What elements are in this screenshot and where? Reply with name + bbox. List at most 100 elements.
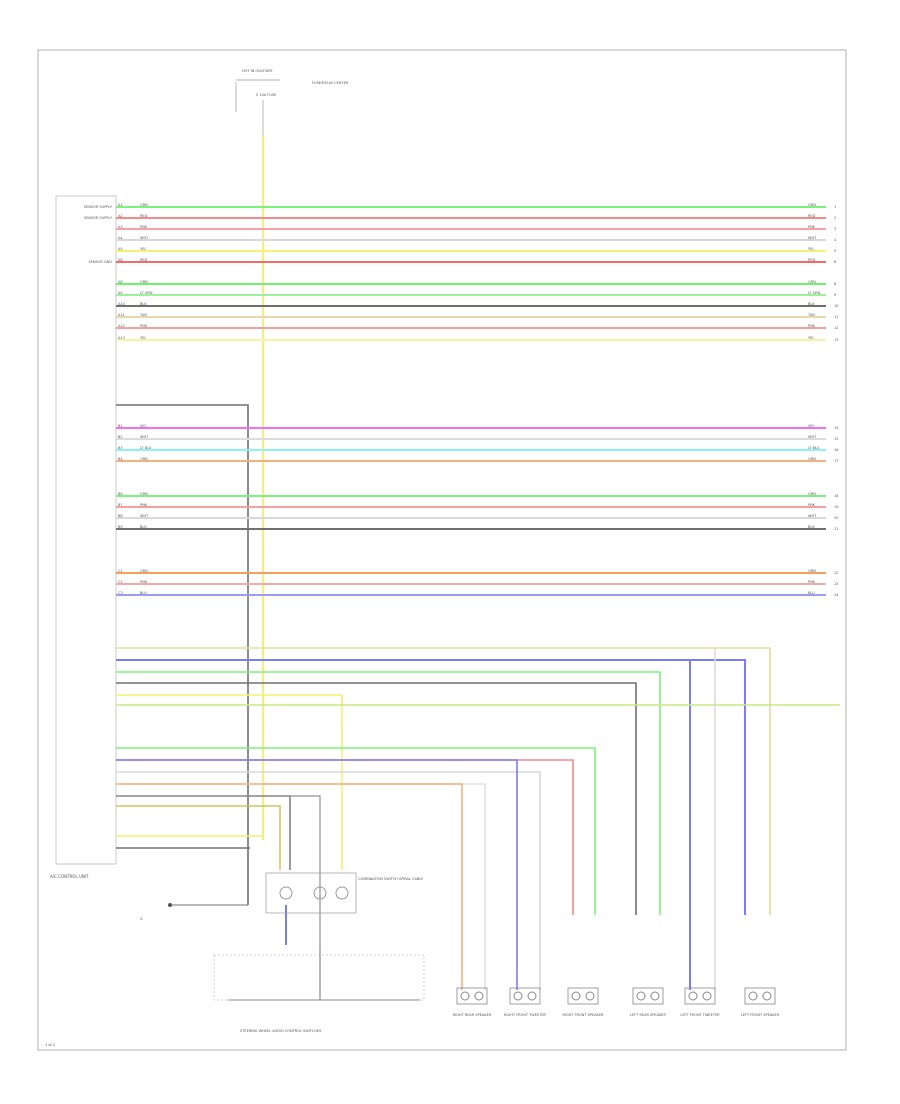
wire-right-pin: 20: [834, 516, 838, 520]
wire-right-pin: 15: [834, 437, 838, 441]
wire-color-label-right: PNK: [808, 324, 816, 328]
wire-color-label-right: BLK: [808, 525, 815, 529]
wire-right-pin: 12: [834, 326, 838, 330]
speaker-label: LEFT REAR SPEAKER: [630, 1013, 666, 1017]
wire-pin-label: B9: [118, 525, 123, 529]
wire-color-label: LT BLU: [140, 446, 152, 450]
wire-pin-label: A6: [118, 258, 123, 262]
wire-color-label: VIO: [140, 424, 146, 428]
wire-color-label: WHT: [140, 514, 149, 518]
wire-pin-label: A3: [118, 225, 123, 229]
wire-pin-label: A5: [118, 247, 123, 251]
wire-color-label: GRN: [140, 280, 148, 284]
ground-symbol: G: [140, 903, 248, 921]
fuse-connector: HOT IN ON/START 5 10A FUSE FUSE/RELAY CE…: [235, 69, 349, 135]
diagram-frame: [37, 49, 847, 1051]
speaker-label: RIGHT FRONT SPEAKER: [562, 1013, 604, 1017]
wire-pin-label: A4: [118, 236, 123, 240]
wire-color-label: BLK: [140, 302, 147, 306]
wire-pin-label: C2: [118, 580, 123, 584]
wire-color-label-right: YEL: [808, 336, 814, 340]
clock-spring: COMBINATION SWITCH SPIRAL CABLE: [265, 872, 423, 914]
wire-color-label: PNK: [140, 580, 148, 584]
ground-wire: [116, 404, 249, 905]
wire-color-label: GRN: [140, 203, 148, 207]
wire-function-label: SENSOR SUPPLY: [84, 205, 113, 209]
wire-right-pin: 5: [834, 249, 836, 253]
wire-right-pin: 2: [834, 216, 836, 220]
wire-color-label-right: LT BLU: [808, 446, 820, 450]
wire-color-label-right: ORN: [808, 457, 816, 461]
wire-color-label-right: PNK: [808, 503, 816, 507]
fuse-connector-label: HOT IN ON/START: [242, 69, 274, 73]
wire-color-label-right: GRN: [808, 492, 816, 496]
control-unit-label: A/C CONTROL UNIT: [50, 874, 89, 879]
wire-right-pin: 21: [834, 527, 838, 531]
wire-color-label: TAN: [139, 313, 147, 317]
wire-color-label: YEL: [140, 336, 146, 340]
wire-color-label: BLU: [140, 591, 147, 595]
speaker-label: RIGHT REAR SPEAKER: [453, 1013, 492, 1017]
wire-right-pin: 23: [834, 582, 838, 586]
fuse-label: 5 10A FUSE: [256, 93, 276, 97]
speaker-label: LEFT FRONT SPEAKER: [741, 1013, 780, 1017]
wire-color-label: PNK: [140, 225, 148, 229]
wire-color-label-right: ORN: [808, 569, 816, 573]
wire-color-label-right: PNK: [808, 580, 816, 584]
wire-right-pin: 4: [834, 238, 837, 242]
wire-color-label-right: PNK: [808, 225, 816, 229]
wire-color-label-right: WHT: [808, 435, 817, 439]
wire-color-label: BLK: [140, 525, 147, 529]
wire-right-pin: 22: [834, 571, 838, 575]
speaker-label: LEFT FRONT TWEETER: [680, 1013, 720, 1017]
steering-switches: STEERING WHEEL AUDIO CONTROL SWITCHES: [213, 945, 425, 1033]
wire-pin-label: A12: [118, 324, 125, 328]
wire-color-label: LT GRN: [140, 291, 153, 295]
wire-color-label-right: YEL: [808, 247, 814, 251]
wire-pin-label: B8: [118, 514, 123, 518]
wire-color-label-right: LT GRN: [808, 291, 821, 295]
wire-pin-label: B3: [118, 446, 123, 450]
wire-color-label: ORN: [140, 457, 148, 461]
wire-color-label: RED: [140, 258, 148, 262]
wire-color-label-right: BLK: [808, 302, 815, 306]
wire-right-pin: 11: [834, 315, 838, 319]
wire-color-label-right: GRN: [808, 280, 816, 284]
fuse-relay-label: FUSE/RELAY CENTER: [312, 81, 349, 85]
speaker-4: LEFT REAR SPEAKER: [630, 987, 666, 1017]
page-number: 1 of 2: [45, 1043, 55, 1047]
wire-right-pin: 1: [834, 205, 836, 209]
wire-color-label: GRN: [140, 492, 148, 496]
wire-right-pin: 3: [834, 227, 836, 231]
speaker-3: RIGHT FRONT SPEAKER: [562, 987, 604, 1017]
wire-pin-label: B4: [118, 457, 123, 461]
wire-color-label: WHT: [140, 435, 149, 439]
wire-right-pin: 9: [834, 293, 836, 297]
wire-right-pin: 16: [834, 448, 838, 452]
wire-pin-label: A8: [118, 280, 123, 284]
wire-color-label: YEL: [140, 247, 146, 251]
ground-label: G: [140, 917, 143, 921]
wire-color-label-right: WHT: [808, 514, 817, 518]
wire-color-label: ORN: [140, 569, 148, 573]
wire-pin-label: B1: [118, 424, 123, 428]
wire-function-label: SENSOR SUPPLY: [84, 216, 113, 220]
speaker-2: RIGHT FRONT TWEETER: [504, 987, 547, 1017]
wire-color-label-right: VIO: [808, 424, 814, 428]
clock-spring-label: COMBINATION SWITCH SPIRAL CABLE: [358, 877, 423, 881]
wire-right-pin: 8: [834, 282, 836, 286]
wire-color-label-right: BLU: [808, 591, 815, 595]
speaker-harness: [116, 647, 840, 1000]
wire-color-label: RED: [140, 214, 148, 218]
wire-right-pin: 13: [834, 338, 838, 342]
wire-right-pin: 17: [834, 459, 838, 463]
wire-pin-label: C1: [118, 569, 123, 573]
wire-color-label: PNK: [140, 324, 148, 328]
switches-label: STEERING WHEEL AUDIO CONTROL SWITCHES: [240, 1029, 322, 1033]
speaker-1: RIGHT REAR SPEAKER: [453, 987, 492, 1017]
wire-color-label-right: RED: [808, 214, 816, 218]
wire-right-pin: 18: [834, 494, 838, 498]
